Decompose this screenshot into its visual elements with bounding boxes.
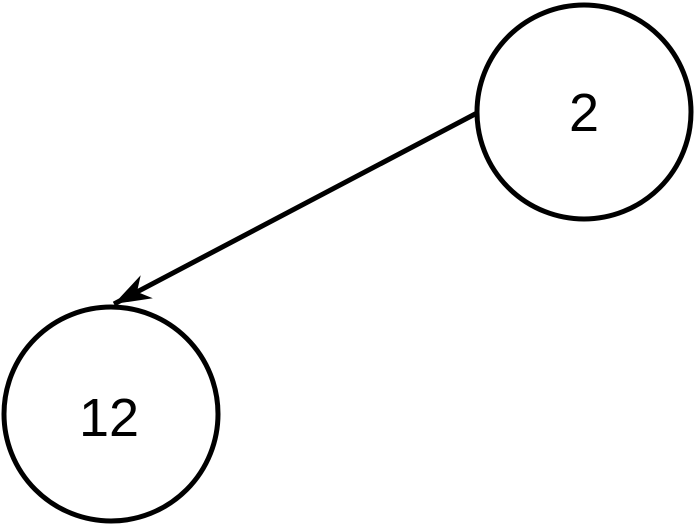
node-circle-12 [1,304,221,524]
node-label-2: 2 [569,83,599,143]
edge-line-2-to-12 [112,110,479,307]
node-label-12: 12 [79,388,139,448]
node-circle-2 [474,2,694,222]
